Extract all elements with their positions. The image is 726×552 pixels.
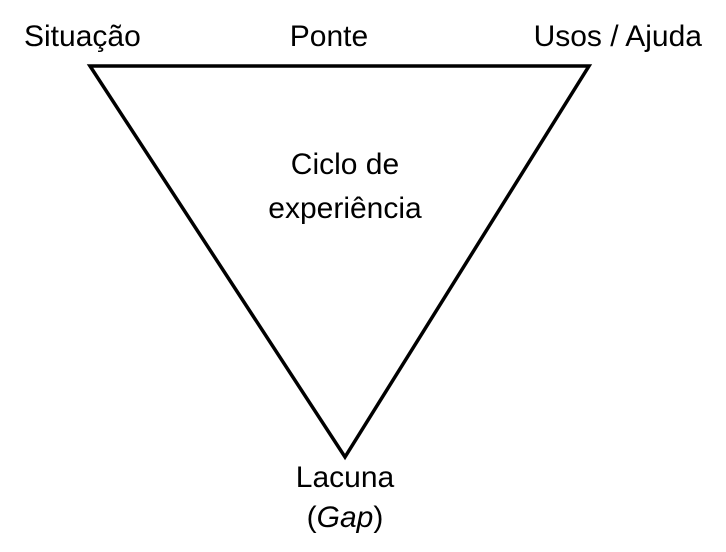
bottom-label-gap: (Gap) [296,498,394,538]
triangle-outline [86,64,593,461]
center-label-ciclo-de-experiencia: Ciclo de experiência [268,143,421,231]
gap-paren-open: ( [306,501,317,534]
gap-word: Gap [316,501,374,534]
bottom-label-lacuna: Lacuna [295,461,395,494]
bottom-vertex-label: Lacuna (Gap) [296,458,394,538]
center-label-line1: Ciclo de [290,148,400,181]
vertex-label-usos-ajuda: Usos / Ajuda [533,20,702,53]
vertex-label-situacao: Situação [24,20,141,53]
center-label-line2: experiência [268,192,422,225]
gap-paren-close: ) [373,501,384,534]
vertex-label-ponte: Ponte [289,20,369,53]
